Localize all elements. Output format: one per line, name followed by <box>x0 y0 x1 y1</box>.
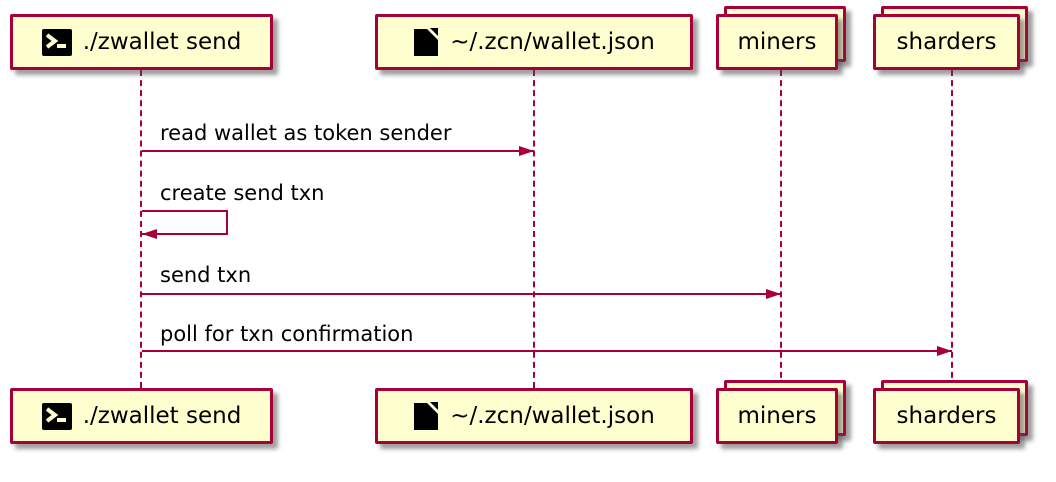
participant-label: sharders <box>896 403 997 429</box>
lifeline-miners <box>780 70 782 388</box>
file-icon <box>413 401 439 431</box>
participant-label: ./zwallet send <box>82 29 242 55</box>
participant-label: miners <box>737 29 817 55</box>
terminal-icon <box>41 28 72 56</box>
participant-walletjson-bottom: ~/.zcn/wallet.json <box>375 388 693 444</box>
terminal-icon <box>41 402 72 430</box>
message-label-read-wallet: read wallet as token sender <box>160 121 452 145</box>
lifeline-walletjson <box>533 70 535 388</box>
participant-miners-bottom: miners <box>716 388 838 444</box>
participant-walletjson-top: ~/.zcn/wallet.json <box>375 14 693 70</box>
participant-sharders-bottom: sharders <box>873 388 1020 444</box>
participant-label: ~/.zcn/wallet.json <box>450 403 655 429</box>
message-label-send-txn: send txn <box>160 263 252 287</box>
arrowhead-create-txn <box>142 229 157 239</box>
participant-label: ~/.zcn/wallet.json <box>450 29 655 55</box>
message-label-create-txn: create send txn <box>160 181 325 205</box>
participant-label: ./zwallet send <box>82 403 242 429</box>
message-line-send-txn <box>142 293 781 295</box>
participant-label: sharders <box>896 29 997 55</box>
message-line-read-wallet <box>142 150 534 152</box>
lifeline-sharders <box>951 70 953 388</box>
participant-zwallet-bottom: ./zwallet send <box>10 388 273 444</box>
participant-zwallet-top: ./zwallet send <box>10 14 273 70</box>
arrowhead-send-txn <box>766 289 781 299</box>
self-loop-create-txn <box>142 210 228 235</box>
participant-sharders-top: sharders <box>873 14 1020 70</box>
file-icon <box>413 27 439 57</box>
message-line-poll-confirmation <box>142 350 952 352</box>
arrowhead-poll-confirmation <box>937 346 952 356</box>
participant-miners-top: miners <box>716 14 838 70</box>
participant-label: miners <box>737 403 817 429</box>
arrowhead-read-wallet <box>519 146 534 156</box>
message-label-poll-confirmation: poll for txn confirmation <box>160 322 414 346</box>
lifeline-zwallet <box>140 70 142 388</box>
